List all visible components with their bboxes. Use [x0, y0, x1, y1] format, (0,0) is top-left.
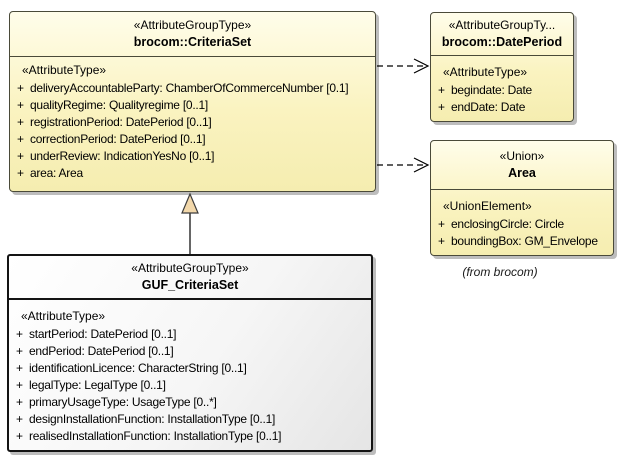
dependency-arrow-criteriaset-to-area[interactable]	[377, 157, 430, 173]
visibility-plus: +	[16, 428, 24, 443]
visibility-plus: +	[17, 148, 25, 163]
section-label: «AttributeType»	[22, 63, 107, 77]
generalization-arrow-guf-to-criteriaset[interactable]	[181, 192, 199, 254]
stereotype-label: «Union»	[499, 149, 545, 163]
from-package-note: (from brocom)	[462, 265, 538, 279]
attribute-text: area: Area	[30, 165, 83, 180]
class-box-guf-criteriaset[interactable]: «AttributeGroupType» GUF_CriteriaSet «At…	[7, 254, 373, 452]
visibility-plus: +	[17, 114, 25, 129]
class-name: brocom::CriteriaSet	[133, 35, 252, 49]
class-name: GUF_CriteriaSet	[141, 278, 239, 292]
class-name: brocom::DatePeriod	[441, 35, 563, 49]
attribute-row: + primaryUsageType: UsageType [0..*]	[9, 393, 371, 410]
stereotype-label: «AttributeGroupType»	[131, 261, 249, 275]
visibility-plus: +	[17, 97, 25, 112]
attribute-text: legalType: LegalType [0..1]	[29, 377, 166, 392]
attribute-text: begindate: Date	[451, 82, 532, 97]
attribute-row: + correctionPeriod: DatePeriod [0..1]	[10, 130, 375, 147]
class-header: «AttributeGroupType» brocom::CriteriaSet	[10, 12, 375, 57]
visibility-plus: +	[438, 82, 446, 97]
visibility-plus: +	[17, 131, 25, 146]
visibility-plus: +	[17, 80, 25, 95]
attribute-row: + registrationPeriod: DatePeriod [0..1]	[10, 113, 375, 130]
attribute-text: qualityRegime: Qualityregime [0..1]	[30, 97, 208, 112]
visibility-plus: +	[438, 99, 446, 114]
attributes-compartment: «UnionElement» + enclosingCircle: Circle…	[431, 190, 613, 249]
visibility-plus: +	[16, 326, 24, 341]
attribute-row: + enclosingCircle: Circle	[431, 215, 613, 232]
class-header: «AttributeGroupType» GUF_CriteriaSet	[9, 256, 371, 300]
attribute-row: + area: Area	[10, 164, 375, 181]
attribute-row: + begindate: Date	[431, 81, 573, 98]
attribute-text: boundingBox: GM_Envelope	[451, 233, 598, 248]
attribute-row: + legalType: LegalType [0..1]	[9, 376, 371, 393]
attribute-row: + designInstallationFunction: Installati…	[9, 410, 371, 427]
stereotype-label: «AttributeGroupType»	[133, 18, 252, 32]
visibility-plus: +	[438, 233, 446, 248]
visibility-plus: +	[16, 377, 24, 392]
stereotype-label: «AttributeGroupTy...	[448, 18, 556, 32]
attribute-text: correctionPeriod: DatePeriod [0..1]	[30, 131, 206, 146]
attribute-text: designInstallationFunction: Installation…	[29, 411, 276, 426]
visibility-plus: +	[438, 216, 446, 231]
dependency-arrow-criteriaset-to-dateperiod[interactable]	[377, 58, 430, 74]
attribute-text: enclosingCircle: Circle	[451, 216, 564, 231]
attribute-row: + identificationLicence: CharacterString…	[9, 359, 371, 376]
class-header: «Union» Area	[431, 141, 613, 190]
attribute-text: realisedInstallationFunction: Installati…	[29, 428, 282, 443]
visibility-plus: +	[16, 360, 24, 375]
class-box-area-union[interactable]: «Union» Area «UnionElement» + enclosingC…	[430, 140, 614, 256]
attribute-text: primaryUsageType: UsageType [0..*]	[29, 394, 217, 409]
attribute-text: identificationLicence: CharacterString […	[29, 360, 247, 375]
attribute-text: registrationPeriod: DatePeriod [0..1]	[30, 114, 212, 129]
attribute-row: + startPeriod: DatePeriod [0..1]	[9, 325, 371, 342]
attribute-text: underReview: IndicationYesNo [0..1]	[30, 148, 215, 163]
visibility-plus: +	[17, 165, 25, 180]
attribute-text: endDate: Date	[451, 99, 526, 114]
section-label: «UnionElement»	[443, 199, 532, 213]
attributes-compartment: «AttributeType» + startPeriod: DatePerio…	[9, 300, 371, 444]
attribute-text: startPeriod: DatePeriod [0..1]	[29, 326, 177, 341]
attribute-row: + endDate: Date	[431, 98, 573, 115]
attribute-row: + endPeriod: DatePeriod [0..1]	[9, 342, 371, 359]
attribute-row: + boundingBox: GM_Envelope	[431, 232, 613, 249]
visibility-plus: +	[16, 394, 24, 409]
visibility-plus: +	[16, 411, 24, 426]
class-name: Area	[508, 166, 536, 180]
attribute-text: deliveryAccountableParty: ChamberOfComme…	[30, 80, 349, 95]
attribute-row: + realisedInstallationFunction: Installa…	[9, 427, 371, 444]
attribute-row: + qualityRegime: Qualityregime [0..1]	[10, 96, 375, 113]
section-label: «AttributeType»	[21, 309, 106, 323]
attribute-row: + deliveryAccountableParty: ChamberOfCom…	[10, 79, 375, 96]
attribute-row: + underReview: IndicationYesNo [0..1]	[10, 147, 375, 164]
class-header: «AttributeGroupTy... brocom::DatePeriod	[431, 13, 573, 56]
attributes-compartment: «AttributeType» + begindate: Date + endD…	[431, 56, 573, 115]
attribute-text: endPeriod: DatePeriod [0..1]	[29, 343, 174, 358]
class-box-brocom-dateperiod[interactable]: «AttributeGroupTy... brocom::DatePeriod …	[430, 12, 574, 122]
class-box-brocom-criteriaset[interactable]: «AttributeGroupType» brocom::CriteriaSet…	[9, 11, 376, 192]
section-label: «AttributeType»	[443, 65, 528, 79]
attributes-compartment: «AttributeType» + deliveryAccountablePar…	[10, 57, 375, 181]
visibility-plus: +	[16, 343, 24, 358]
